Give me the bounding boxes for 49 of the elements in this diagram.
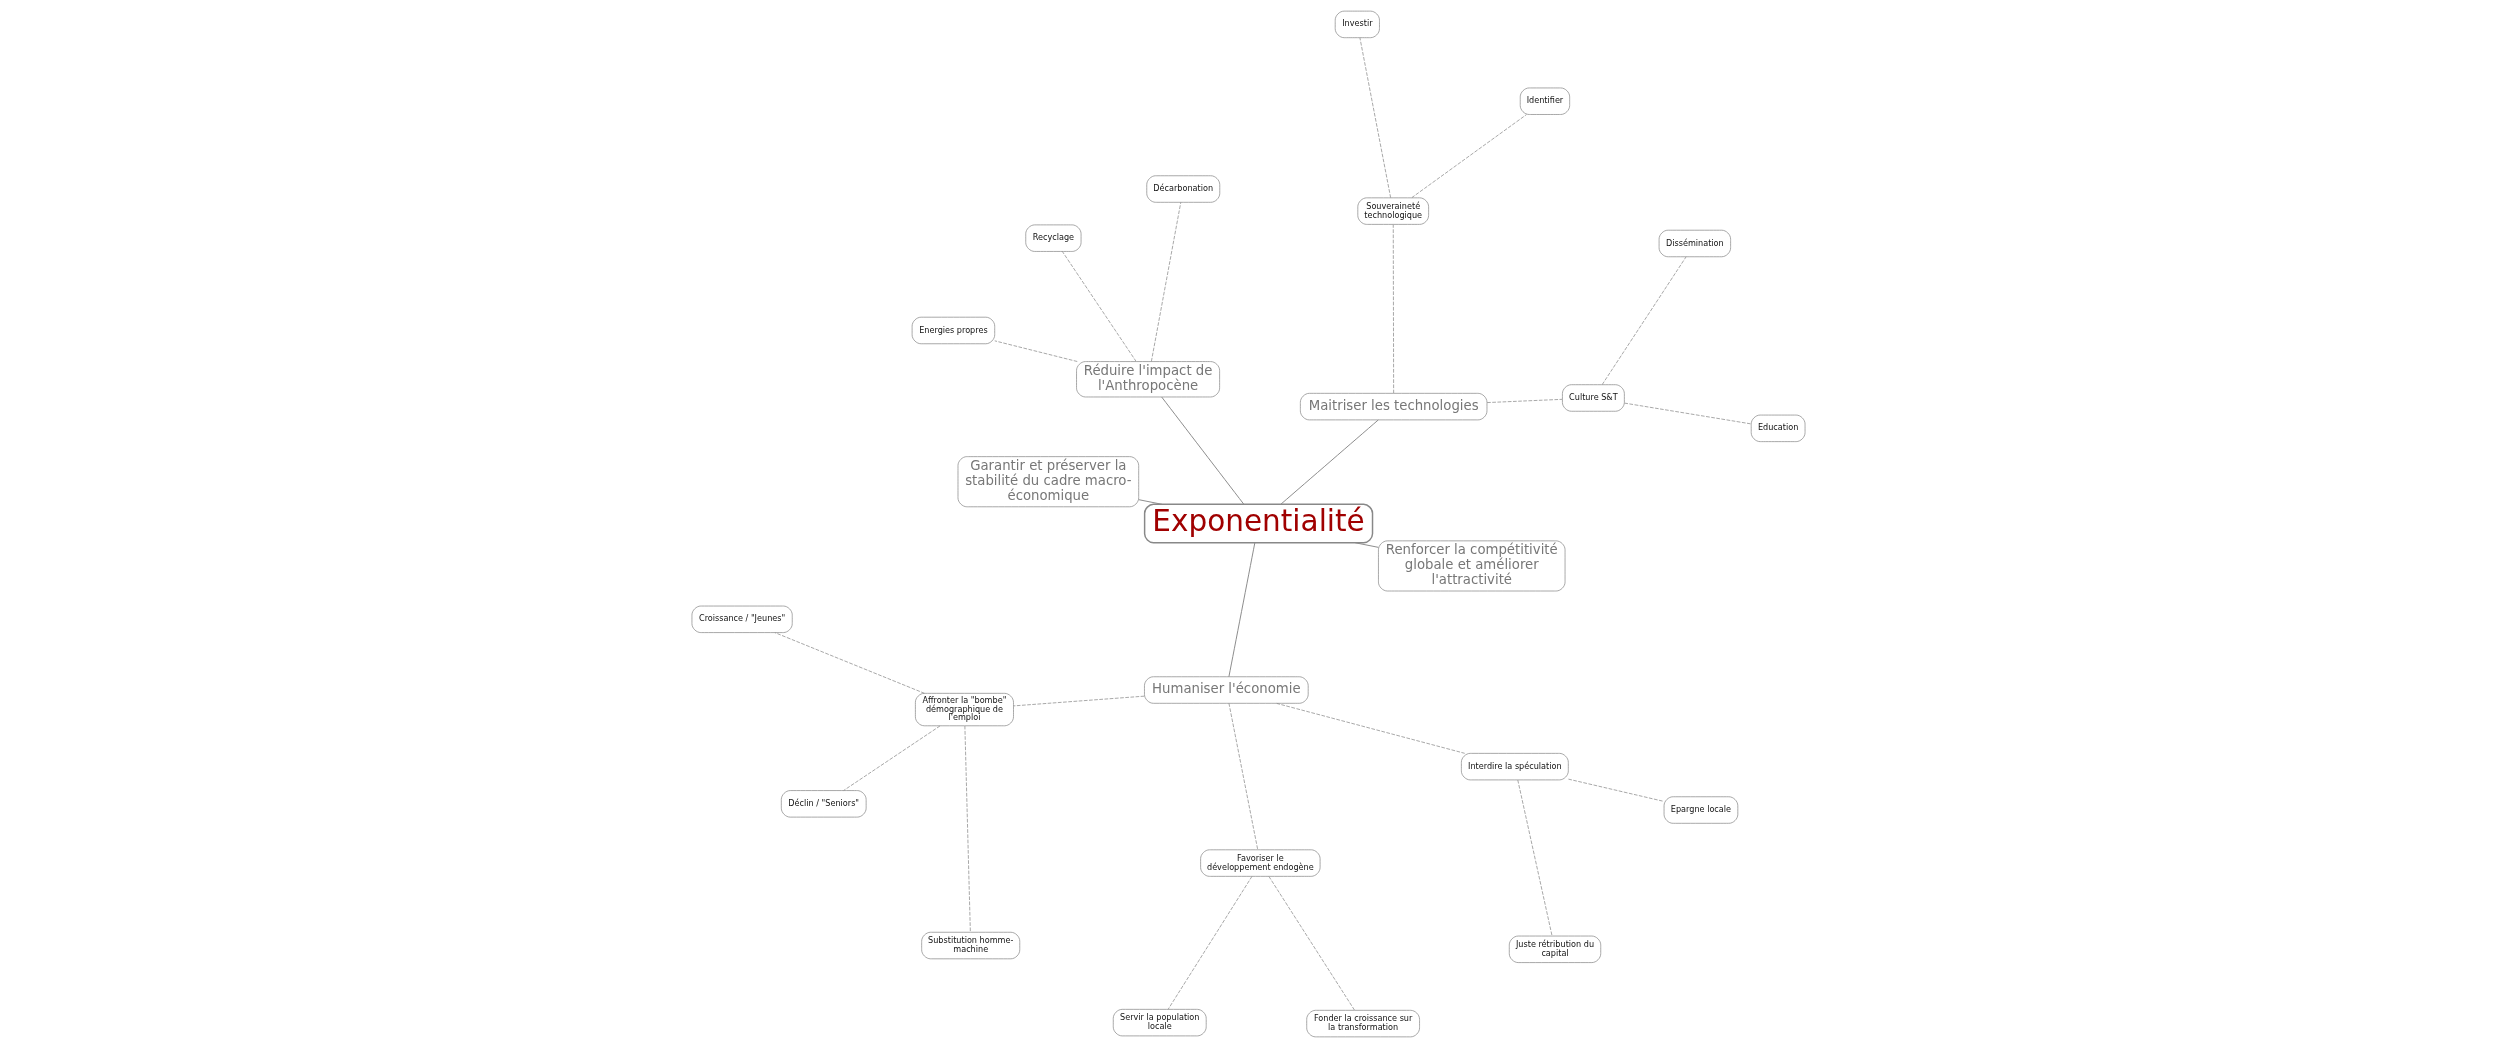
connector (1160, 396, 1244, 505)
node-box: Souveraineté technologique (1356, 197, 1429, 225)
node-box: Epargne locale (1663, 796, 1738, 824)
node-box: Favoriser le développement endogène (1199, 849, 1320, 877)
connector (1567, 778, 1664, 802)
connector (1150, 201, 1181, 362)
connector (1167, 876, 1252, 1010)
connector (1228, 702, 1258, 851)
connector (993, 340, 1078, 362)
node-box: Réduire l'impact de l'Anthropocène (1075, 361, 1220, 398)
connector (1275, 703, 1465, 754)
connector (1137, 499, 1163, 505)
node-box: Substitution homme-machine (920, 931, 1020, 960)
node-box: Affronter la "bombe" démographique de l'emploi (914, 692, 1014, 727)
connector (1486, 398, 1563, 403)
connector (1623, 402, 1751, 425)
node-box: Exponentialité (1143, 503, 1373, 544)
node-box: Investir (1334, 10, 1380, 39)
connector (1392, 224, 1394, 394)
node-box: Recyclage (1024, 224, 1081, 252)
node-box: Juste rétribution du capital (1508, 935, 1601, 963)
connector (1601, 256, 1686, 385)
node-box: Education (1750, 414, 1805, 442)
node-box: Fonder la croissance sur la transformation (1305, 1009, 1420, 1038)
connector (1012, 695, 1145, 707)
node-box: Servir la population locale (1112, 1009, 1207, 1037)
node-box: Dissémination (1658, 229, 1731, 258)
connector (964, 725, 971, 933)
node-box: Renforcer la compétitivité globale et améliorer l'attractivité (1377, 540, 1565, 592)
connector (1061, 251, 1136, 362)
node-box: Déclin / "Seniors" (780, 790, 866, 818)
connector (1410, 114, 1527, 198)
connector (1354, 542, 1379, 548)
connector (1359, 37, 1391, 199)
node-box: Humaniser l'économie (1143, 676, 1309, 704)
connector (1268, 876, 1355, 1011)
node-box: Décarbonation (1145, 175, 1220, 203)
connector (842, 725, 940, 791)
connector (1516, 779, 1552, 937)
node-box: Culture S&T (1561, 384, 1625, 412)
connector (774, 632, 925, 694)
connector (1279, 419, 1379, 505)
node-box: Identifier (1519, 87, 1570, 115)
node-box: Maitriser les technologies (1299, 392, 1487, 421)
node-box: Interdire la spéculation (1460, 753, 1569, 781)
node-box: Garantir et préserver la stabilité du cadre macro-économique (957, 456, 1139, 508)
connector (1227, 542, 1255, 678)
node-box: Energies propres (911, 316, 995, 345)
node-box: Croissance / "Jeunes" (691, 605, 793, 633)
